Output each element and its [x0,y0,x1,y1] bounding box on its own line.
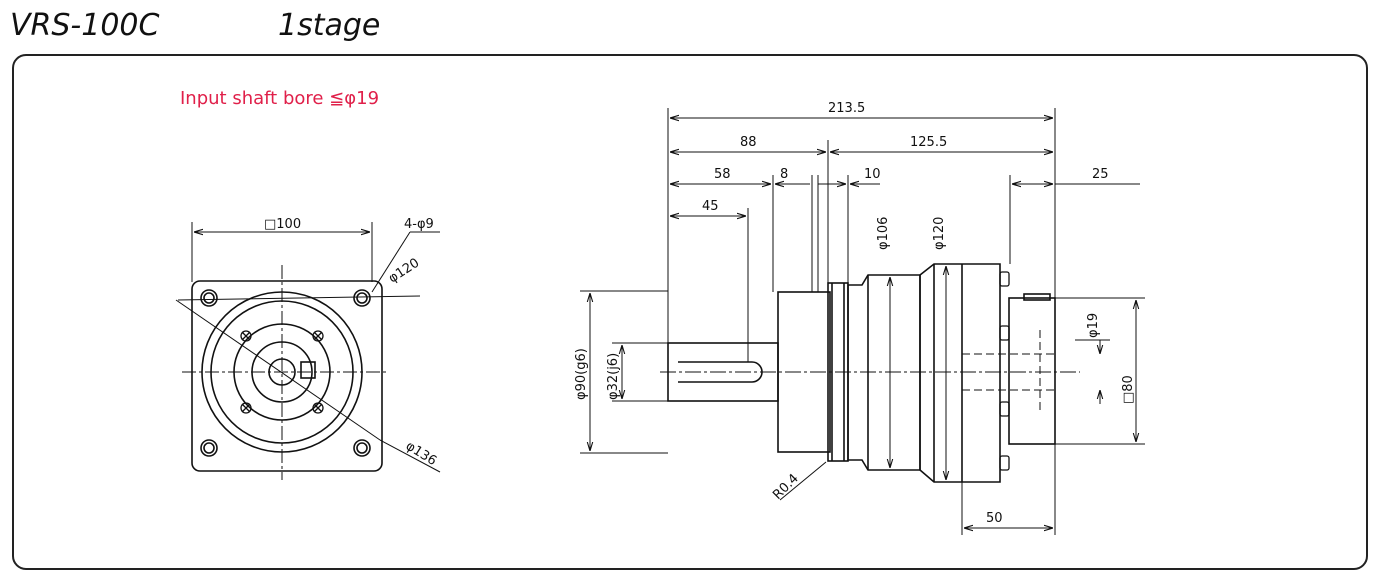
dim-overall-length: 213.5 [828,101,865,116]
dim-8: 8 [780,167,788,182]
housing-bolts [999,271,1010,471]
dim-phi-90: φ90(g6) [574,348,589,400]
dim-phi-120: φ120 [932,217,947,250]
front-outer-label: φ136 [403,439,439,469]
dim-square-80: □80 [1121,375,1136,404]
front-centerlines [182,265,388,480]
dim-10: 10 [864,167,881,182]
dim-125-5: 125.5 [910,135,947,150]
front-square-label: □100 [264,217,301,232]
dim-88: 88 [740,135,757,150]
drawing-frame [12,54,1368,570]
side-extension-lines [580,108,1145,535]
dim-58: 58 [714,167,731,182]
front-dimensions [175,222,441,473]
adapter-top-tab [1023,293,1051,301]
motor-adapter [1008,297,1056,445]
input-shaft-note: Input shaft bore ≦φ19 [180,88,380,109]
side-dimension-lines [590,118,1140,528]
dim-phi-106: φ106 [876,217,891,250]
dim-45: 45 [702,199,719,214]
front-keyway [300,361,316,379]
dim-50: 50 [986,511,1003,526]
front-pcd-label: φ120 [386,256,422,287]
dim-phi-32: φ32(j6) [606,353,621,400]
model-title: VRS-100C [10,8,160,43]
dim-radius: R0.4 [770,471,802,503]
inner-bolts [240,330,324,414]
corner-holes [200,289,371,457]
gear-housing-2 [919,263,1001,483]
front-flange-square [191,280,383,472]
side-view [667,263,1056,483]
gear-housing-1 [847,274,921,471]
front-holes-label: 4-φ9 [404,217,434,232]
stage-title: 1stage [278,8,381,43]
dim-25: 25 [1092,167,1109,182]
dim-phi-19: φ19 [1086,313,1101,338]
